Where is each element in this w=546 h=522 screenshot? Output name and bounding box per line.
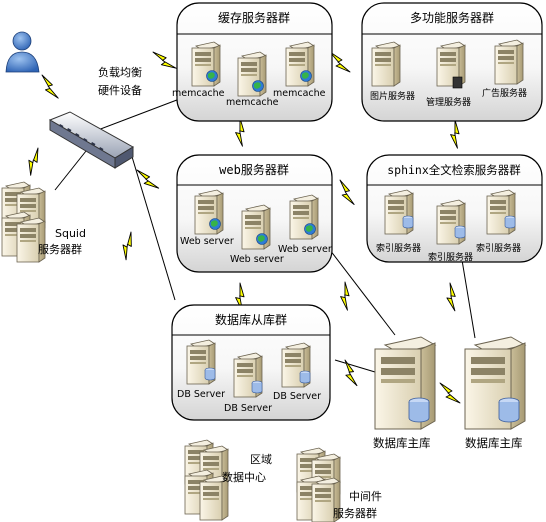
loadbalancer-label-1: 负载均衡 [98,65,142,79]
multi-server-label: 广告服务器 [482,87,527,99]
multi-server-label: 图片服务器 [370,90,415,102]
cache-group-title: 缓存服务器群 [218,10,290,25]
master-db-server [464,336,526,430]
dbslave-server-label: DB Server [177,389,225,400]
connection-lines [54,94,476,373]
db-slave-group: 数据库从库群 DB Server DB Server DB Server [171,304,331,421]
dbslave-server-label: DB Server [273,391,321,402]
load-balancer-device [48,111,134,169]
loadbalancer-label-2: 硬件设备 [98,83,142,97]
sphinx-server-label: 索引服务器 [428,251,473,263]
sphinx-server-group: sphinx全文检索服务器群 索引服务器 索引服务器 索引服务器 [366,154,543,263]
master-db-label: 数据库主库 [373,436,431,450]
cache-server-label: memcache [273,88,326,99]
web-server-label: Web server [180,236,234,247]
dbslave-group-title: 数据库从库群 [215,312,287,327]
multi-group-title: 多功能服务器群 [410,10,494,25]
master-db-server [374,336,436,430]
region-label-2: 数据中心 [222,470,266,484]
web-group-title: web服务器群 [219,162,289,177]
user-icon [5,31,40,73]
middleware-label-1: 中间件 [349,490,382,503]
cache-server-group: 缓存服务器群 memcache memcache memcache [172,2,333,122]
sphinx-server-label: 索引服务器 [476,242,521,254]
dbslave-server-label: DB Server [224,403,272,414]
multi-server-group: 多功能服务器群 图片服务器 管理服务器 广告服务器 [361,2,543,122]
region-label-1: 区域 [250,453,272,466]
middleware-label-2: 服务器群 [333,506,377,520]
cache-server-label: memcache [172,88,225,99]
web-server-group: web服务器群 Web server Web server Web server [176,154,333,273]
squid-label-2: 服务器群 [38,242,82,256]
web-server-label: Web server [278,244,332,255]
cache-server-label: memcache [226,97,279,108]
squid-label-1: Squid [55,227,86,240]
web-server-label: Web server [230,254,284,265]
sphinx-group-title: sphinx全文检索服务器群 [387,163,521,177]
multi-server-label: 管理服务器 [426,96,471,108]
master-db-label: 数据库主库 [465,436,523,450]
sphinx-server-label: 索引服务器 [376,242,421,254]
